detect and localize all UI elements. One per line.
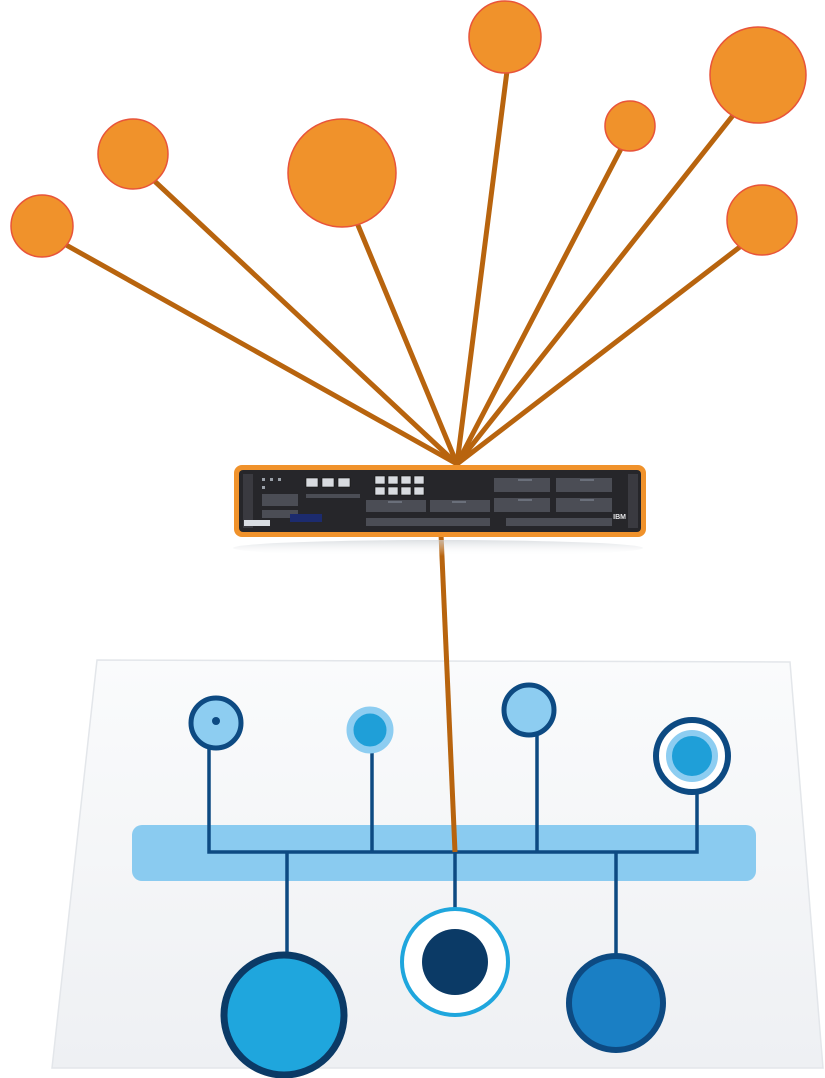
node-top-1 [188, 695, 244, 751]
orange-node-6 [709, 26, 807, 124]
orange-node-5 [604, 100, 656, 152]
server-appliance-icon: IBM [233, 465, 646, 556]
server-brand-label: IBM [613, 514, 626, 521]
node-top-2 [346, 706, 394, 754]
server-uplink-line [438, 533, 458, 853]
node-bottom-2 [400, 907, 510, 1017]
node-top-3 [501, 682, 557, 738]
orange-node-2 [97, 118, 169, 190]
fanout-links [56, 68, 748, 467]
node-bottom-3 [566, 953, 666, 1053]
orange-node-1 [10, 194, 74, 258]
orange-node-3 [287, 118, 397, 228]
node-bottom-1 [220, 951, 348, 1078]
orange-nodes [10, 0, 807, 258]
node-top-4 [653, 717, 731, 795]
orange-node-7 [726, 184, 798, 256]
orange-node-4 [468, 0, 542, 74]
